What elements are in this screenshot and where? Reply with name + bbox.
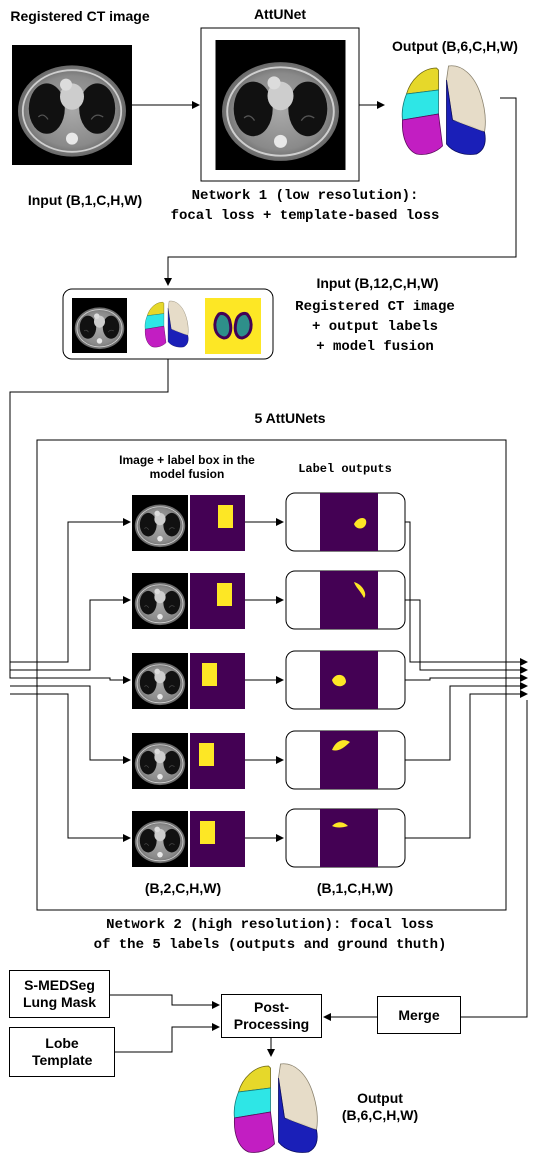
output-lobes-3d (401, 65, 486, 156)
network2-title: 5 AttUNets (254, 410, 326, 426)
fanin-lines (405, 521, 528, 839)
network2-box (36, 439, 507, 911)
attunet-row (132, 492, 406, 552)
lobe-template-box: Lobe Template (9, 1027, 115, 1077)
fanin-line (405, 674, 528, 682)
row-label-box (200, 821, 215, 844)
connector-to-merge (461, 700, 528, 1018)
fusion-line2: + output labels (311, 319, 439, 335)
row-output-map (320, 493, 378, 551)
row-output-spot (354, 518, 367, 529)
fusion-shape-label: Input (B,12,C,H,W) (316, 275, 439, 291)
attunet-row (132, 808, 406, 868)
attunet-rows (132, 492, 406, 868)
fanout-line (10, 685, 131, 764)
input-shape-label: Input (B,1,C,H,W) (27, 192, 143, 208)
fusion-line1: Registered CT image (295, 299, 455, 315)
merge-box: Merge (377, 996, 461, 1034)
fanout-line (10, 596, 131, 671)
lung-mask-box: S-MEDSeg Lung Mask (9, 970, 110, 1018)
row-output-map (320, 571, 378, 629)
row-output-spot (332, 822, 348, 828)
row-label-box (199, 743, 214, 766)
row-label-box-map (190, 733, 245, 789)
fusion-line3: + model fusion (316, 339, 434, 355)
post-processing-label: Post-Processing (233, 999, 310, 1032)
attunet-ct-image (214, 40, 347, 170)
attunet-row (132, 570, 406, 630)
lung-mask-label: S-MEDSeg Lung Mask (22, 977, 97, 1010)
network2-caption-line1: Network 2 (high resolution): focal loss (106, 917, 434, 933)
row-output-map (320, 731, 378, 789)
input-title: Registered CT image (10, 8, 150, 24)
row-label-box-map (190, 811, 245, 867)
merge-label: Merge (398, 1006, 440, 1023)
final-output-label: Output (B,6,C,H,W) (341, 1090, 419, 1123)
row-label-box (217, 583, 232, 606)
arrow-mask-to-post (110, 994, 220, 1009)
row-ct-thumb (132, 653, 188, 709)
row-ct-thumb (132, 573, 188, 629)
col2-shape: (B,1,C,H,W) (316, 880, 394, 896)
registered-ct-image (12, 45, 132, 165)
row-label-box (218, 505, 233, 528)
fanin-line (405, 690, 528, 839)
lobe-template-label: Lobe Template (32, 1035, 93, 1068)
fusion-ct-thumb (72, 298, 127, 353)
row-output-spot (354, 582, 366, 598)
fanout-line (10, 518, 131, 663)
fanout-lines (10, 518, 131, 842)
row-ct-thumb (132, 811, 188, 867)
col1-header: Image + label box in the model fusion (119, 453, 255, 482)
row-ct-thumb (132, 733, 188, 789)
fanin-line (405, 521, 528, 666)
row-output-map (320, 651, 378, 709)
fanout-line (10, 676, 131, 684)
col1-shape: (B,2,C,H,W) (144, 880, 222, 896)
row-ct-thumb (132, 495, 188, 551)
row-output-spot (332, 674, 346, 687)
fanin-line (405, 599, 528, 674)
row-label-box-map (190, 653, 245, 709)
network1-caption-line2: focal loss + template-based loss (170, 208, 440, 224)
row-label-box (202, 663, 217, 686)
fanout-line (10, 693, 131, 842)
col2-header: Label outputs (298, 462, 392, 476)
arrow-template-to-post (115, 1023, 220, 1053)
network2-caption-line2: of the 5 labels (outputs and ground thut… (93, 937, 447, 953)
row-output-spot (332, 740, 350, 751)
arrow-output-to-fusion (164, 97, 517, 286)
post-processing-box: Post-Processing (221, 994, 322, 1038)
attunet-title: AttUNet (253, 6, 307, 22)
row-label-box-map (190, 495, 245, 551)
fanin-line (405, 682, 528, 761)
output1-title: Output (B,6,C,H,W) (392, 38, 518, 54)
attunet-row (132, 730, 406, 790)
row-output-map (320, 809, 378, 867)
attunet-row (132, 650, 406, 710)
final-output-lobes-3d (233, 1063, 318, 1154)
network1-caption-line1: Network 1 (low resolution): (191, 188, 419, 204)
